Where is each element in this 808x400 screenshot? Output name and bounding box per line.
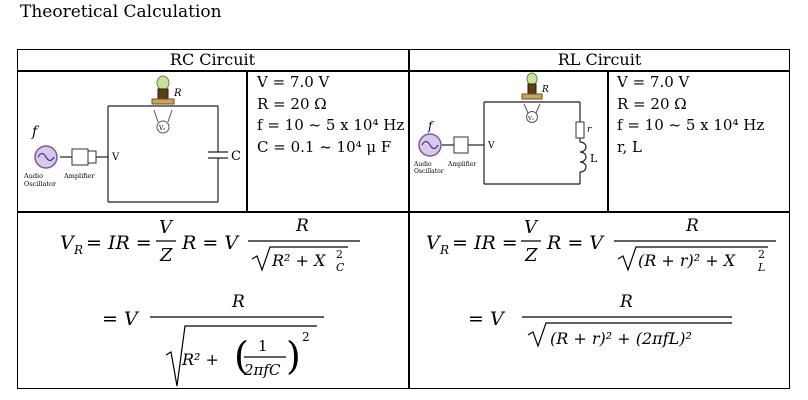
voltmeter-icon	[523, 103, 541, 123]
rl-label-r-small: r	[587, 125, 592, 135]
rl-label-f: f	[427, 119, 435, 133]
resistor-r-icon	[575, 121, 585, 139]
rc-formula-lhs: V	[60, 232, 76, 254]
rc-formula-frac1-den: Z	[159, 245, 173, 266]
rc-label-r: R	[173, 88, 182, 99]
rl-formula-den-sup: 2	[758, 248, 765, 261]
amplifier-icon	[71, 148, 89, 166]
rl-formula-eq1: = IR =	[452, 232, 518, 254]
voltmeter-icon	[153, 109, 173, 134]
rl-formula-lhs-sub: R	[439, 243, 449, 257]
amplifier-icon	[453, 136, 469, 154]
rl-heading: RL Circuit	[557, 50, 642, 69]
rl-param-resistance: R = 20 Ω	[617, 94, 687, 113]
rc-formula-den: R² + X	[271, 251, 326, 270]
rl-formula-lhs: V	[426, 232, 442, 254]
rc-formula-eq1: = IR =	[86, 232, 152, 254]
rl-params: V = 7.0 V R = 20 Ω f = 10 ~ 5 x 10⁴ Hz r…	[617, 72, 764, 158]
rc-formula-mid: R = V	[181, 232, 240, 254]
rl-label-r-big: R	[541, 85, 549, 95]
rl-label-meter: Vₛ	[527, 116, 534, 122]
rc-formula-frac1-num: V	[159, 217, 174, 238]
rc-label-c: C	[231, 149, 241, 164]
page-title: Theoretical Calculation	[20, 2, 222, 22]
rc-label-f: f	[31, 124, 40, 140]
rc-param-voltage: V = 7.0 V	[257, 73, 330, 91]
rl-formula-frac2-num: R	[685, 216, 699, 236]
calculation-table	[17, 49, 790, 389]
rc-formula-frac2-num: R	[295, 216, 309, 236]
rc-formula-den-sup: 2	[336, 248, 343, 261]
column-divider	[408, 49, 410, 389]
rl-param-voltage: V = 7.0 V	[617, 73, 690, 91]
rl-label-v: V	[487, 141, 495, 151]
rc-formula-line2-eq: = V	[102, 308, 140, 330]
rc-formula-line2-num: R	[231, 292, 245, 312]
rl-param-frequency: f = 10 ~ 5 x 10⁴ Hz	[617, 116, 765, 134]
rl-formula: V R = IR = V Z R = V R (R + r)² + X L 2 …	[426, 216, 776, 348]
row-divider	[17, 211, 790, 213]
rl-formula-line2-num: R	[619, 292, 633, 312]
oscillator-icon	[34, 145, 58, 169]
rl-formula-den: (R + r)² + X	[638, 251, 736, 270]
rl-formula-frac1-num: V	[524, 217, 539, 238]
rl-formula-frac1-den: Z	[524, 245, 538, 266]
rc-formula-den-sub: C	[336, 261, 345, 274]
rc-heading: RC Circuit	[169, 50, 256, 69]
rc-formula-inner-den: 2πfC	[243, 361, 281, 379]
rc-formula-paren-sup: 2	[302, 330, 310, 344]
bulb-resistor-icon	[521, 72, 543, 100]
rl-formula-line2-eq: = V	[468, 308, 506, 330]
header-divider	[17, 70, 790, 72]
rl-formula-den-sub: L	[757, 261, 765, 274]
rc-label-v: V	[111, 152, 120, 163]
rc-formula-inner-num: 1	[258, 337, 268, 355]
rc-param-divider	[246, 71, 248, 211]
rc-formula-paren-right: )	[286, 334, 301, 378]
rc-param-resistance: R = 20 Ω	[257, 94, 327, 113]
rc-param-frequency: f = 10 ~ 5 x 10⁴ Hz	[257, 116, 405, 134]
rl-label-amp: Amplifier	[447, 161, 476, 168]
rc-formula-lhs-sub: R	[73, 243, 83, 257]
rc-formula-paren-left: (	[234, 334, 249, 378]
rl-param-divider	[607, 71, 609, 211]
rl-formula-line2-den: (R + r)² + (2πfL)²	[550, 329, 692, 348]
bulb-resistor-icon	[151, 75, 175, 105]
rl-formula-mid: R = V	[546, 232, 605, 254]
rc-param-capacitance: C = 0.1 ~ 10⁴ μ F	[257, 137, 392, 156]
rc-params: V = 7.0 V R = 20 Ω f = 10 ~ 5 x 10⁴ Hz C…	[257, 72, 404, 158]
rc-formula-inner-r2: R² +	[181, 350, 219, 369]
oscillator-icon	[418, 133, 442, 157]
rc-formula: V R = IR = V Z R = V R R² + X C 2 = V R …	[60, 216, 360, 387]
rl-label-l: L	[590, 152, 598, 165]
rl-param-inductor: r, L	[617, 137, 643, 156]
rc-label-amp: Amplifier	[63, 172, 95, 180]
rc-label-meter: Vₛ	[158, 125, 165, 132]
